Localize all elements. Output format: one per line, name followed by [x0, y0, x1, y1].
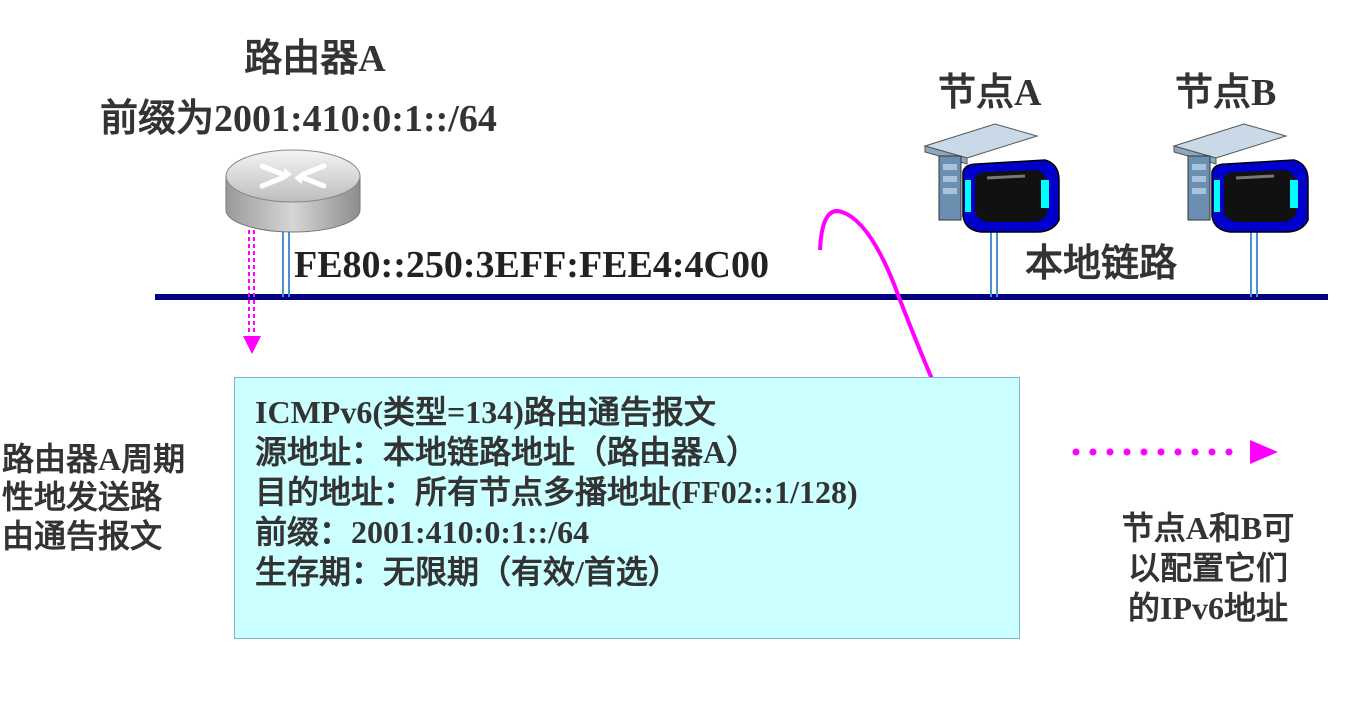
- router-icon: [225, 149, 361, 233]
- router-name-label: 路由器A: [244, 38, 386, 80]
- note-line: 路由器A周期: [2, 441, 186, 477]
- router-send-arrow: [243, 230, 261, 354]
- note-line: 由通告报文: [2, 517, 163, 554]
- note-line: 以配置它们: [1127, 550, 1288, 586]
- message-lifetime-line: 生存期：无限期（有效/首选）: [255, 554, 680, 590]
- router-advertisement-message-box: ICMPv6(类型=134)路由通告报文 源地址：本地链路地址（路由器A） 目的…: [234, 377, 1020, 639]
- message-destination-line: 目的地址：所有节点多播地址(FF02::1/128): [255, 474, 858, 510]
- node-a-drop-line: [990, 232, 998, 297]
- link-local-address-label: FE80::250:3EFF:FEE4:4C00: [294, 244, 769, 286]
- node-b-drop-line: [1250, 232, 1258, 297]
- node-a-label: 节点A: [938, 72, 1042, 114]
- note-line: 的IPv6地址: [1127, 590, 1288, 626]
- router-drop-line: [282, 232, 290, 297]
- router-prefix-label: 前缀为2001:410:0:1::/64: [100, 98, 497, 140]
- local-link-label: 本地链路: [1025, 243, 1178, 285]
- note-line: 节点A和B可: [1121, 510, 1295, 546]
- note-line: 性地发送路: [2, 479, 163, 516]
- computer-icon-node-b: [1172, 123, 1309, 233]
- message-source-line: 源地址：本地链路地址（路由器A）: [255, 434, 759, 470]
- result-dotted-arrow: [1072, 440, 1278, 464]
- nodes-configure-note: 节点A和B可 以配置它们 的IPv6地址: [1098, 508, 1318, 628]
- message-type-line: ICMPv6(类型=134)路由通告报文: [255, 394, 716, 430]
- node-b-label: 节点B: [1175, 72, 1277, 114]
- computer-icon-node-a: [923, 123, 1060, 233]
- message-prefix-line: 前缀：2001:410:0:1::/64: [255, 514, 590, 550]
- router-periodic-note: 路由器A周期 性地发送路 由通告报文: [2, 440, 232, 555]
